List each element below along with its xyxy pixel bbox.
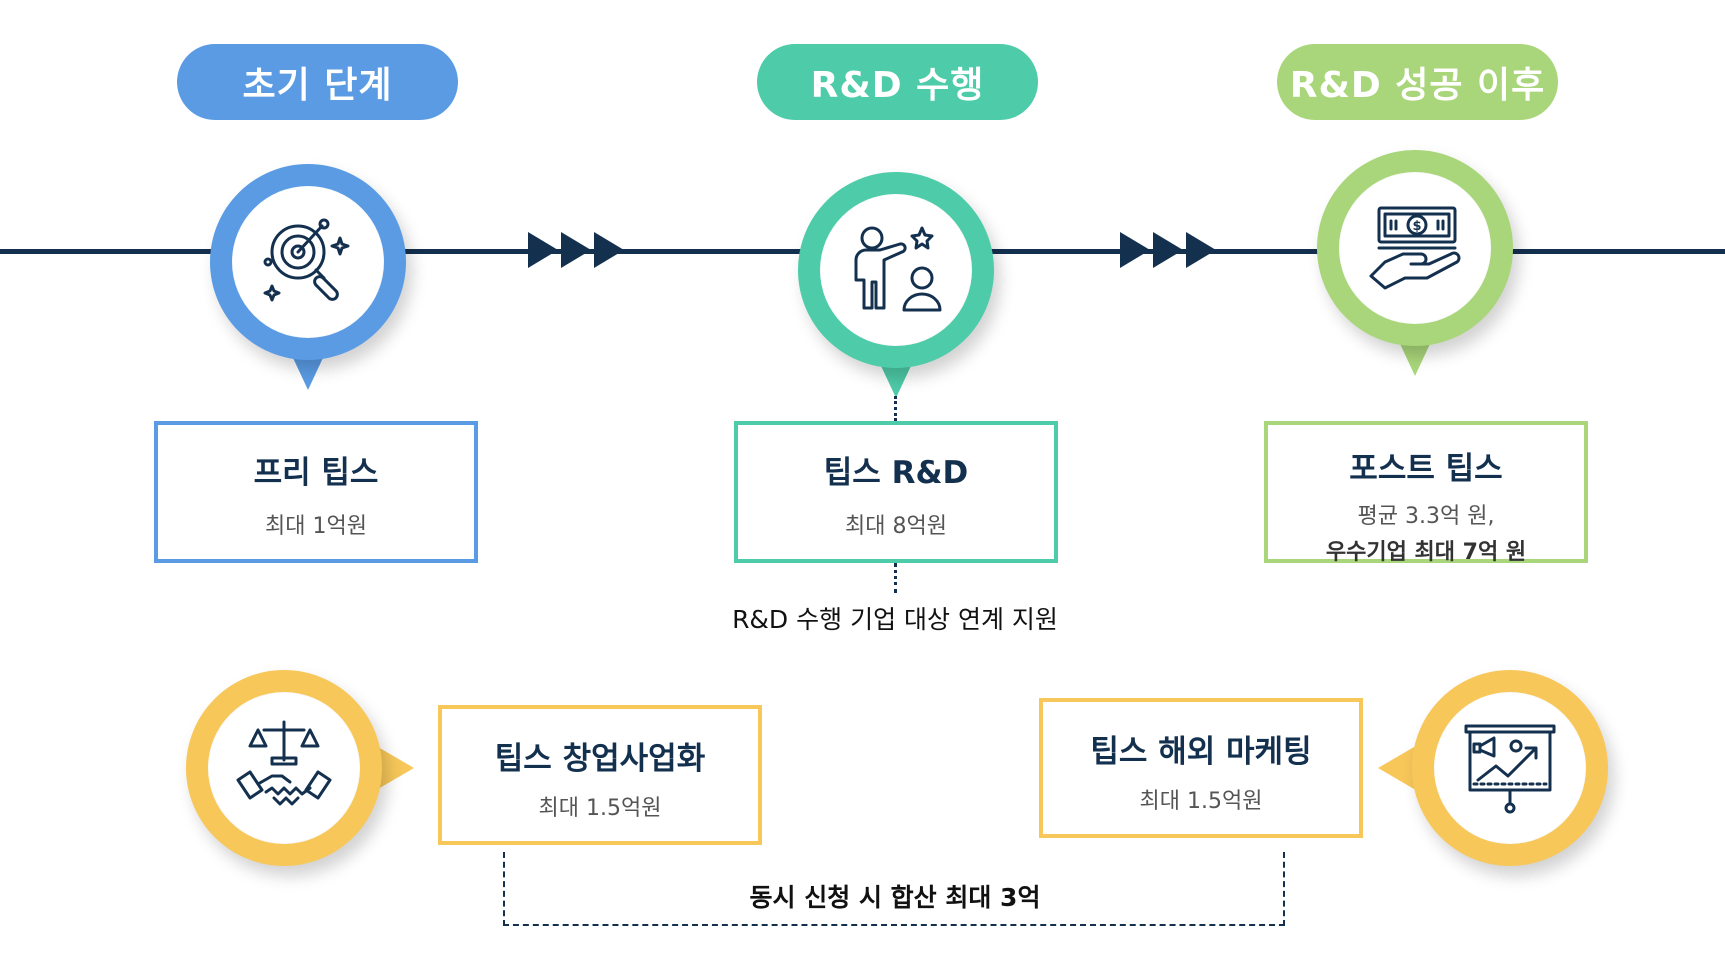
pre-tips-box: 프리 팁스 최대 1억원 (154, 421, 478, 563)
combined-bracket (503, 852, 1285, 926)
post-tips-desc-line1: 평균 3.3억 원, (1357, 504, 1495, 529)
tips-marketing-box: 팁스 해외 마케팅 최대 1.5억원 (1039, 698, 1363, 838)
tips-startup-box: 팁스 창업사업화 최대 1.5억원 (438, 705, 762, 845)
person-presenting-icon (854, 226, 942, 312)
presentation-board-icon (1464, 724, 1556, 814)
arrow-group-2 (1120, 232, 1219, 268)
linked-support-note: R&D 수행 기업 대상 연계 지원 (732, 605, 1058, 634)
stage-early-label: 초기 단계 (242, 65, 393, 106)
svg-text:$: $ (1412, 219, 1421, 234)
tips-marketing-desc: 최대 1.5억원 (1139, 789, 1263, 814)
stage-rnd-pill: R&D 수행 (757, 44, 1038, 120)
tips-startup-desc: 최대 1.5억원 (538, 796, 662, 821)
tips-rnd-title: 팁스 R&D (823, 455, 969, 491)
stage-rnd-label: R&D 수행 (810, 65, 985, 106)
tips-marketing-title: 팁스 해외 마케팅 (1090, 734, 1312, 770)
money-hand-icon: $ (1369, 206, 1461, 290)
post-tips-title: 포스트 팁스 (1349, 451, 1503, 487)
combined-note: 동시 신청 시 합산 최대 3억 (749, 883, 1041, 912)
tips-startup-title: 팁스 창업사업화 (494, 741, 706, 777)
stage-after-pill: R&D 성공 이후 (1277, 44, 1558, 120)
connector-bottom (894, 563, 897, 593)
stage-after-label: R&D 성공 이후 (1289, 65, 1546, 106)
post-tips-desc-line2: 우수기업 최대 7억 원 (1325, 540, 1527, 565)
arrow-group-1 (528, 232, 627, 268)
magnifier-target-icon (263, 218, 350, 302)
tips-rnd-desc: 최대 8억원 (845, 514, 947, 539)
tips-rnd-box: 팁스 R&D 최대 8억원 (734, 421, 1058, 563)
pre-tips-title: 프리 팁스 (253, 455, 379, 491)
pre-tips-desc: 최대 1억원 (265, 514, 367, 539)
stage-early-pill: 초기 단계 (177, 44, 458, 120)
post-tips-box: 포스트 팁스 평균 3.3억 원, 우수기업 최대 7억 원 (1264, 421, 1588, 565)
handshake-scale-icon (236, 720, 332, 806)
connector-top (894, 396, 897, 421)
